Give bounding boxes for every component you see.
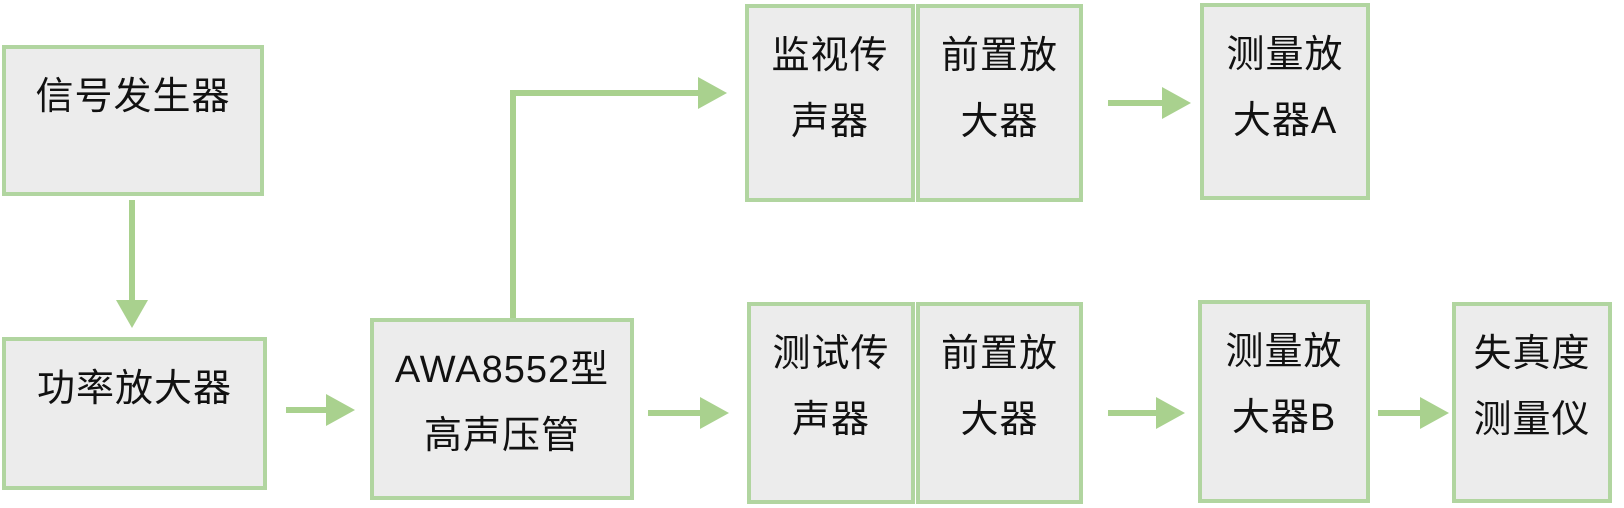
arrow-signal-to-power-line [129,200,135,302]
arrow-right-icon [698,77,727,109]
node-test-microphone: 测试传 声器 [747,302,915,504]
node-label: 信号发生器 [35,76,231,118]
node-label: 声器 [791,399,870,441]
node-label: AWA8552型 [394,349,610,391]
node-label: 测试传 [772,333,890,375]
arrow-right-icon [326,394,355,426]
arrow-right-icon [1162,87,1191,119]
node-label: 失真度 [1473,333,1591,375]
arrow-right-icon [1420,397,1449,429]
node-monitor-microphone: 监视传 声器 [745,4,915,202]
node-label: 高声压管 [423,415,580,457]
arrow-awa-to-test-line [648,410,702,416]
arrow-amp-b-to-distortion-line [1378,410,1422,416]
node-label: 测量放 [1226,34,1344,76]
node-measuring-amplifier-a: 测量放 大器A [1200,3,1370,200]
arrow-right-icon [700,397,729,429]
node-signal-generator: 信号发生器 [2,45,264,196]
arrow-power-to-awa-line [286,407,328,413]
arrow-preamp-to-amp-b-line [1108,410,1158,416]
arrow-right-icon [1156,397,1185,429]
node-label: 声器 [790,101,869,143]
node-label: 测量放 [1225,331,1343,373]
node-awa8552-tube: AWA8552型 高声压管 [370,318,634,500]
node-measuring-amplifier-b: 测量放 大器B [1198,300,1370,503]
node-distortion-meter: 失真度 测量仪 [1452,302,1612,503]
node-label: 测量仪 [1473,399,1591,441]
node-label: 大器B [1231,397,1337,439]
node-label: 前置放 [940,35,1058,77]
node-label: 前置放 [940,333,1058,375]
arrow-down-icon [116,300,148,328]
arrow-awa-to-monitor-vline [510,90,516,318]
node-label: 大器A [1232,100,1338,142]
node-label: 功率放大器 [36,368,232,410]
node-preamplifier-top: 前置放 大器 [916,4,1083,202]
arrow-preamp-to-amp-a-line [1108,100,1164,106]
arrow-awa-to-monitor-hline [510,90,700,96]
node-label: 大器 [960,101,1039,143]
node-preamplifier-bottom: 前置放 大器 [916,302,1083,504]
node-label: 大器 [960,399,1039,441]
node-power-amplifier: 功率放大器 [2,337,267,490]
node-label: 监视传 [771,35,889,77]
